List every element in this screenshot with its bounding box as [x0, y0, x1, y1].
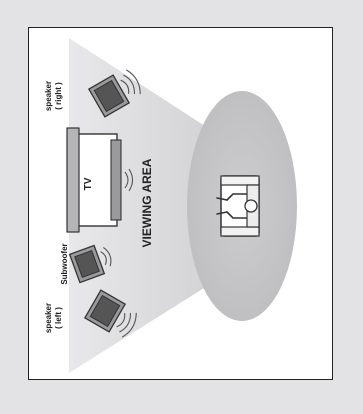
- speaker-right-label: speaker: [44, 81, 53, 111]
- speaker-right-icon: [87, 69, 141, 118]
- subwoofer-icon: [68, 244, 112, 284]
- tv-label: TV: [83, 177, 94, 190]
- speaker-placement-diagram: speaker ( right ) TV Subwoofer speaker (…: [44, 38, 297, 373]
- tv-icon: [66, 127, 134, 233]
- speaker-left-label: speaker: [44, 303, 53, 333]
- speaker-left-label-sub: ( left ): [54, 307, 63, 329]
- viewing-area-label: VIEWING AREA: [140, 158, 154, 247]
- sound-cone: [69, 38, 239, 373]
- diagram-frame: speaker ( right ) TV Subwoofer speaker (…: [28, 27, 333, 380]
- seated-person-icon: [216, 175, 260, 237]
- subwoofer-label: Subwoofer: [60, 243, 69, 284]
- speaker-right-label-sub: ( right ): [54, 82, 63, 110]
- speaker-left-icon: [83, 289, 137, 338]
